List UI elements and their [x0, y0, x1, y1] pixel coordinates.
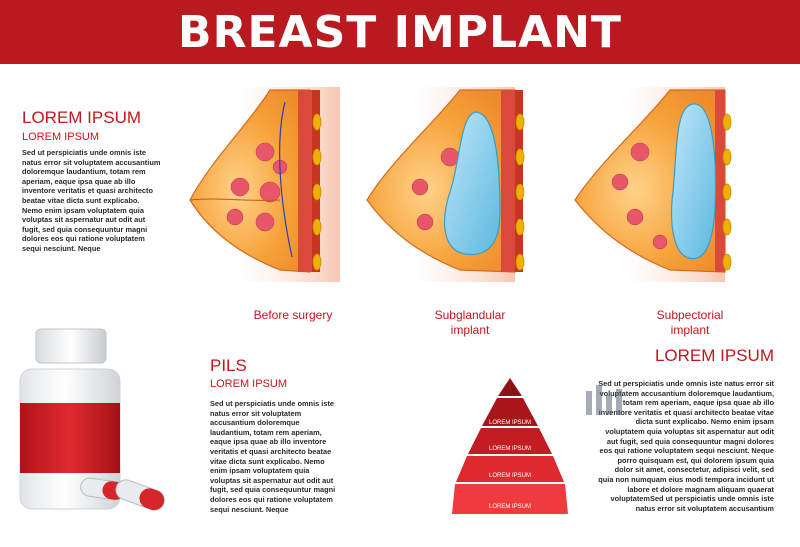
- pyramid-label: LOREM IPSUM: [489, 473, 531, 479]
- pyramid-diagram: LOREM IPSUM LOREM IPSUM LOREM IPSUM LORE…: [452, 378, 568, 514]
- right-block-body: Sed ut perspiciatis unde omnis iste natu…: [598, 379, 774, 513]
- diagram-before-surgery: [189, 87, 340, 282]
- diagram-subglandular: [366, 87, 525, 282]
- header-banner: BREAST IMPLANT: [0, 0, 800, 64]
- left-text-block: LOREM IPSUM LOREM IPSUM Sed ut perspicia…: [22, 108, 162, 254]
- left-block-body: Sed ut perspiciatis unde omnis iste natu…: [22, 148, 161, 253]
- caption-subpectorial: Subpectorial implant: [656, 308, 724, 337]
- caption-before-surgery: Before surgery: [253, 308, 333, 322]
- pyramid-tier-3: [456, 456, 564, 482]
- pyramid-tier-1: [482, 398, 538, 426]
- pils-subtitle: LOREM IPSUM: [210, 378, 288, 390]
- left-block-title: LOREM IPSUM: [22, 108, 142, 127]
- pils-title: PILS: [210, 356, 247, 375]
- left-block-subtitle: LOREM IPSUM: [22, 131, 100, 143]
- implant-subglandular: [444, 111, 501, 256]
- page-title: BREAST IMPLANT: [178, 6, 622, 58]
- pyramid-label: LOREM IPSUM: [489, 420, 531, 426]
- diagram-subpectorial: [574, 87, 732, 282]
- implant-subpectorial: [670, 103, 717, 260]
- pyramid-tier-4: [452, 484, 568, 514]
- pils-body: Sed ut perspiciatis unde omnis iste natu…: [210, 399, 336, 514]
- pils-text-block: PILS LOREM IPSUM Sed ut perspiciatis und…: [210, 356, 340, 514]
- right-block-title: LOREM IPSUM: [654, 346, 774, 365]
- anatomy-diagrams: [189, 87, 732, 282]
- pyramid-label: LOREM IPSUM: [489, 504, 531, 510]
- watermark-icon: [586, 385, 622, 415]
- right-text-block: LOREM IPSUM Sed ut perspiciatis unde omn…: [598, 346, 774, 513]
- caption-subglandular: Subglandular implant: [434, 308, 506, 337]
- pyramid-label: LOREM IPSUM: [489, 446, 531, 452]
- capsule-icon: [115, 479, 165, 511]
- pyramid-tier-2: [468, 428, 552, 454]
- pill-bottle-icon: [19, 328, 165, 511]
- pyramid-tier-0: [498, 378, 522, 396]
